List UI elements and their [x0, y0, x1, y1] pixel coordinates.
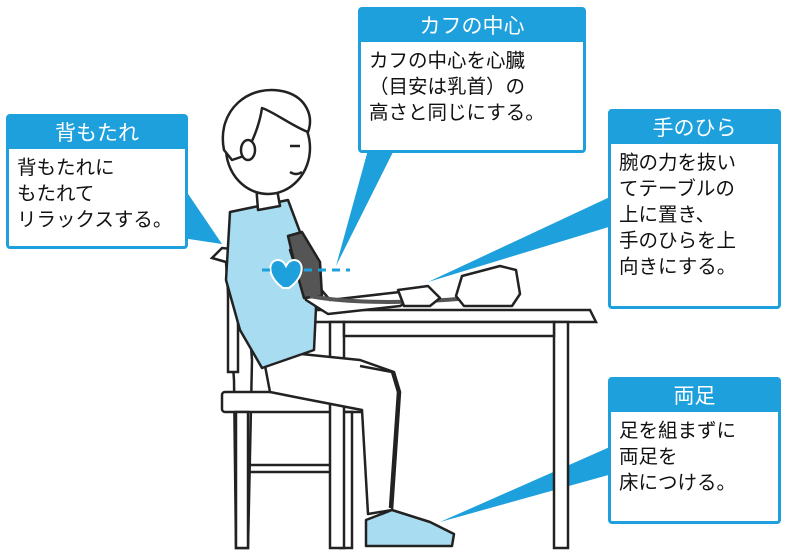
backrest-callout: 背もたれ 背もたれに もたれて リラックスする。 [6, 114, 188, 249]
cuff-text: カフの中心を心臓 （目安は乳首）の 高さと同じにする。 [369, 49, 545, 124]
cuff-title: カフの中心 [361, 10, 583, 42]
backrest-text: 背もたれに もたれて リラックスする。 [17, 156, 173, 231]
backrest-title: 背もたれ [9, 117, 185, 149]
feet-title: 両足 [611, 380, 778, 412]
heart-icon [269, 258, 303, 289]
palm-text: 腕の力を抜い てテーブルの 上に置き、 手のひらを上 向きにする。 [619, 151, 737, 278]
person [221, 88, 522, 548]
backrest-pointer [180, 182, 222, 244]
palm-title: 手のひら [611, 112, 778, 144]
palm-pointer [428, 196, 612, 282]
cuff-pointer [336, 150, 394, 266]
palm-callout: 手のひら 腕の力を抜い てテーブルの 上に置き、 手のひらを上 向きにする。 [608, 109, 781, 309]
feet-pointer [440, 446, 612, 522]
feet-text: 足を組まずに 両足を 床につける。 [619, 419, 737, 494]
cuff-callout: カフの中心 カフの中心を心臓 （目安は乳首）の 高さと同じにする。 [358, 7, 586, 153]
feet-callout: 両足 足を組まずに 両足を 床につける。 [608, 377, 781, 524]
